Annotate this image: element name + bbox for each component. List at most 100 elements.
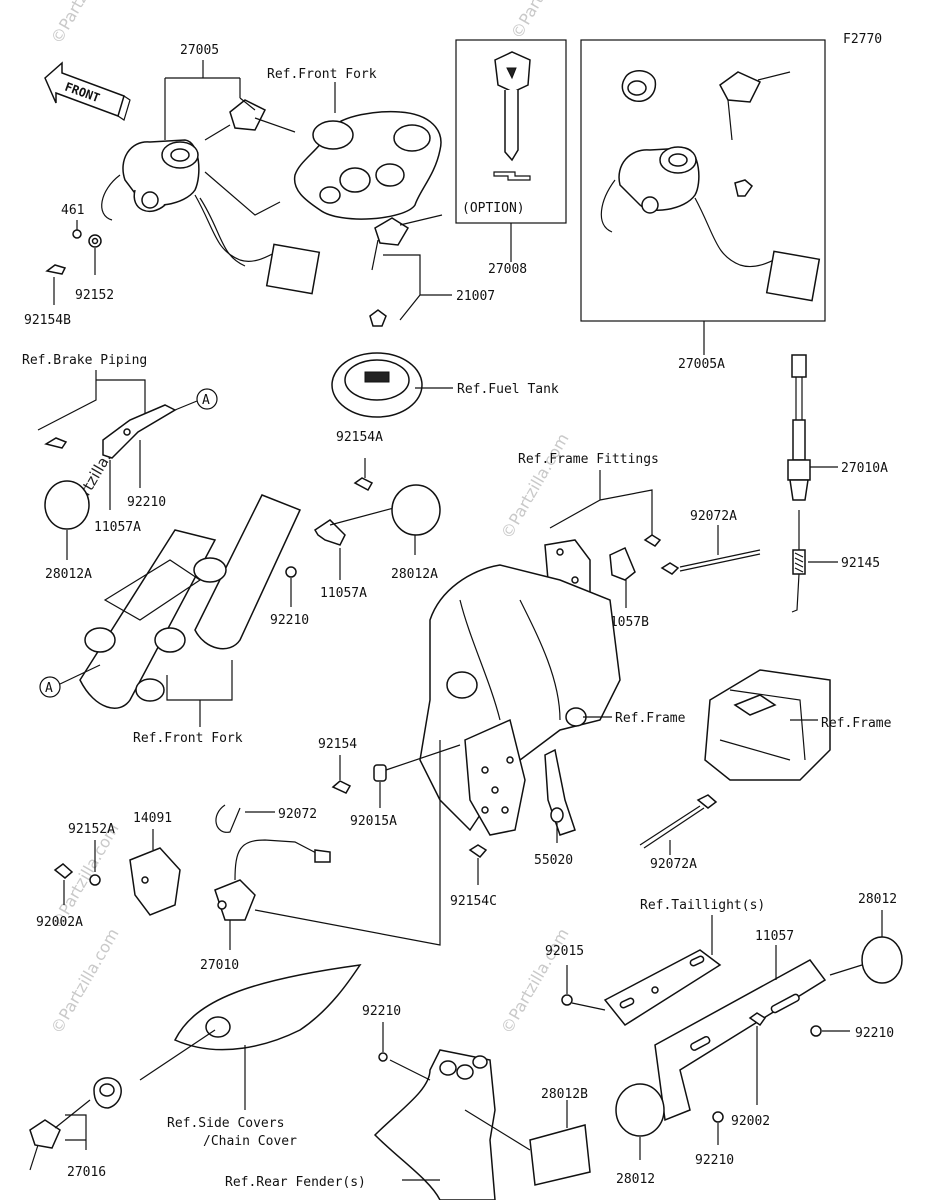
ref-frame-right: Ref.Frame bbox=[821, 716, 892, 731]
triple-clamp bbox=[293, 110, 442, 220]
watermark: ©Partzilla.com bbox=[507, 0, 583, 42]
fuel-cap bbox=[331, 352, 423, 418]
part-label-14091: 14091 bbox=[133, 811, 172, 826]
part-label-11057: 11057 bbox=[755, 929, 794, 944]
ref-front-fork-bottom: Ref.Front Fork bbox=[133, 731, 243, 746]
part-label-92210-c: 92210 bbox=[855, 1026, 894, 1041]
kit-box-27005A bbox=[580, 39, 826, 322]
nut-92210-b bbox=[285, 566, 297, 578]
part-label-92002: 92002 bbox=[731, 1114, 770, 1129]
part-label-28012-a: 28012 bbox=[858, 892, 897, 907]
bolt-92002A bbox=[53, 863, 74, 879]
leader-27005 bbox=[164, 60, 281, 216]
nut-92015 bbox=[561, 994, 573, 1006]
part-label-92210-b: 92210 bbox=[270, 613, 309, 628]
spacer-92015A bbox=[373, 764, 387, 782]
part-label-27010: 27010 bbox=[200, 958, 239, 973]
taillight-bracket bbox=[603, 949, 722, 1026]
bracket-11057 bbox=[654, 959, 827, 1122]
part-label-92154B: 92154B bbox=[24, 313, 71, 328]
keys-21007 bbox=[369, 214, 443, 327]
front-fork-lower bbox=[79, 494, 302, 709]
ref-chain-cover: /Chain Cover bbox=[203, 1134, 297, 1149]
rear-frame bbox=[704, 669, 831, 781]
part-label-92015A: 92015A bbox=[350, 814, 397, 829]
reflector-28012A-left bbox=[44, 480, 90, 530]
part-label-55020: 55020 bbox=[534, 853, 573, 868]
part-label-27016: 27016 bbox=[67, 1165, 106, 1180]
cable-tie-92072A-top bbox=[679, 549, 761, 572]
watermark: ©Partzilla.com bbox=[497, 925, 573, 1037]
part-label-92152A: 92152A bbox=[68, 822, 115, 837]
ignition-kit-27005A bbox=[600, 70, 821, 302]
part-label-92210-e: 92210 bbox=[695, 1153, 734, 1168]
nut-92210-e bbox=[712, 1111, 724, 1123]
bolt-92154 bbox=[331, 780, 352, 794]
part-label-92072A-a: 92072A bbox=[690, 509, 737, 524]
ref-taillights: Ref.Taillight(s) bbox=[640, 898, 765, 913]
callout-a-top-label: A bbox=[202, 393, 210, 408]
part-label-28012A-b: 28012A bbox=[391, 567, 438, 582]
part-label-92210-d: 92210 bbox=[362, 1004, 401, 1019]
part-label-27005: 27005 bbox=[180, 43, 219, 58]
leader-21007 bbox=[383, 254, 452, 321]
figure-code: F2770 bbox=[843, 32, 882, 47]
part-label-92002A: 92002A bbox=[36, 915, 83, 930]
nut-92210-d bbox=[378, 1052, 388, 1062]
leader-front-fork-bottom bbox=[166, 660, 233, 727]
watermark: ©Partzilla.com bbox=[497, 430, 573, 542]
callout-a-bottom-label: A bbox=[45, 681, 53, 696]
cable-tie-92072A-bottom bbox=[639, 794, 718, 849]
part-label-92145: 92145 bbox=[841, 556, 880, 571]
ref-frame-fittings: Ref.Frame Fittings bbox=[518, 452, 659, 467]
washer-92152A bbox=[89, 874, 101, 886]
part-label-92015: 92015 bbox=[545, 944, 584, 959]
reflector-28012A-center bbox=[391, 484, 441, 536]
cable-tie-92072 bbox=[215, 804, 241, 833]
main-frame bbox=[419, 564, 621, 836]
cover-14091 bbox=[129, 847, 181, 916]
part-label-11057A-a: 11057A bbox=[94, 520, 141, 535]
key-blank-27008 bbox=[493, 51, 531, 181]
ref-fuel-tank: Ref.Fuel Tank bbox=[457, 382, 559, 397]
ref-brake-piping: Ref.Brake Piping bbox=[22, 353, 147, 368]
sidestand-switch-27010 bbox=[214, 839, 331, 921]
part-label-92072: 92072 bbox=[278, 807, 317, 822]
callout-a-bottom bbox=[39, 676, 61, 698]
front-arrow-icon: FRONT bbox=[44, 61, 131, 121]
part-label-27008: 27008 bbox=[488, 262, 527, 277]
part-label-27010A: 27010A bbox=[841, 461, 888, 476]
switch-27010A bbox=[787, 354, 811, 501]
reflector-28012B bbox=[529, 1124, 591, 1186]
ref-side-covers: Ref.Side Covers bbox=[167, 1116, 284, 1131]
leader-27010 bbox=[254, 740, 441, 946]
leader-27016 bbox=[65, 1114, 87, 1150]
reflector-28012-bottom bbox=[615, 1083, 665, 1137]
rear-fender bbox=[373, 1049, 496, 1200]
part-label-28012-b: 28012 bbox=[616, 1172, 655, 1187]
part-label-21007: 21007 bbox=[456, 289, 495, 304]
watermark: ©Partzilla.com bbox=[47, 0, 123, 47]
side-cover bbox=[173, 964, 362, 1051]
part-label-92072A-b: 92072A bbox=[650, 857, 697, 872]
bracket-11057A-left bbox=[44, 404, 177, 459]
part-label-27005A: 27005A bbox=[678, 357, 725, 372]
bracket-11057B bbox=[609, 546, 680, 581]
seat-lock-27016 bbox=[29, 1077, 122, 1171]
washer-461 bbox=[72, 229, 82, 239]
part-label-11057A-b: 11057A bbox=[320, 586, 367, 601]
part-label-92152: 92152 bbox=[75, 288, 114, 303]
part-label-92154A: 92154A bbox=[336, 430, 383, 445]
part-label-92210-a: 92210 bbox=[127, 495, 166, 510]
ref-frame-mid: Ref.Frame bbox=[615, 711, 686, 726]
option-label: (OPTION) bbox=[462, 201, 525, 216]
part-label-461: 461 bbox=[61, 203, 84, 218]
part-label-92154C: 92154C bbox=[450, 894, 497, 909]
ref-front-fork-top: Ref.Front Fork bbox=[267, 67, 377, 82]
leader-brake-piping bbox=[37, 370, 146, 431]
nut-92210-c bbox=[810, 1025, 822, 1037]
part-label-28012B: 28012B bbox=[541, 1087, 588, 1102]
bolt-92002 bbox=[748, 1012, 767, 1027]
part-label-92154: 92154 bbox=[318, 737, 357, 752]
